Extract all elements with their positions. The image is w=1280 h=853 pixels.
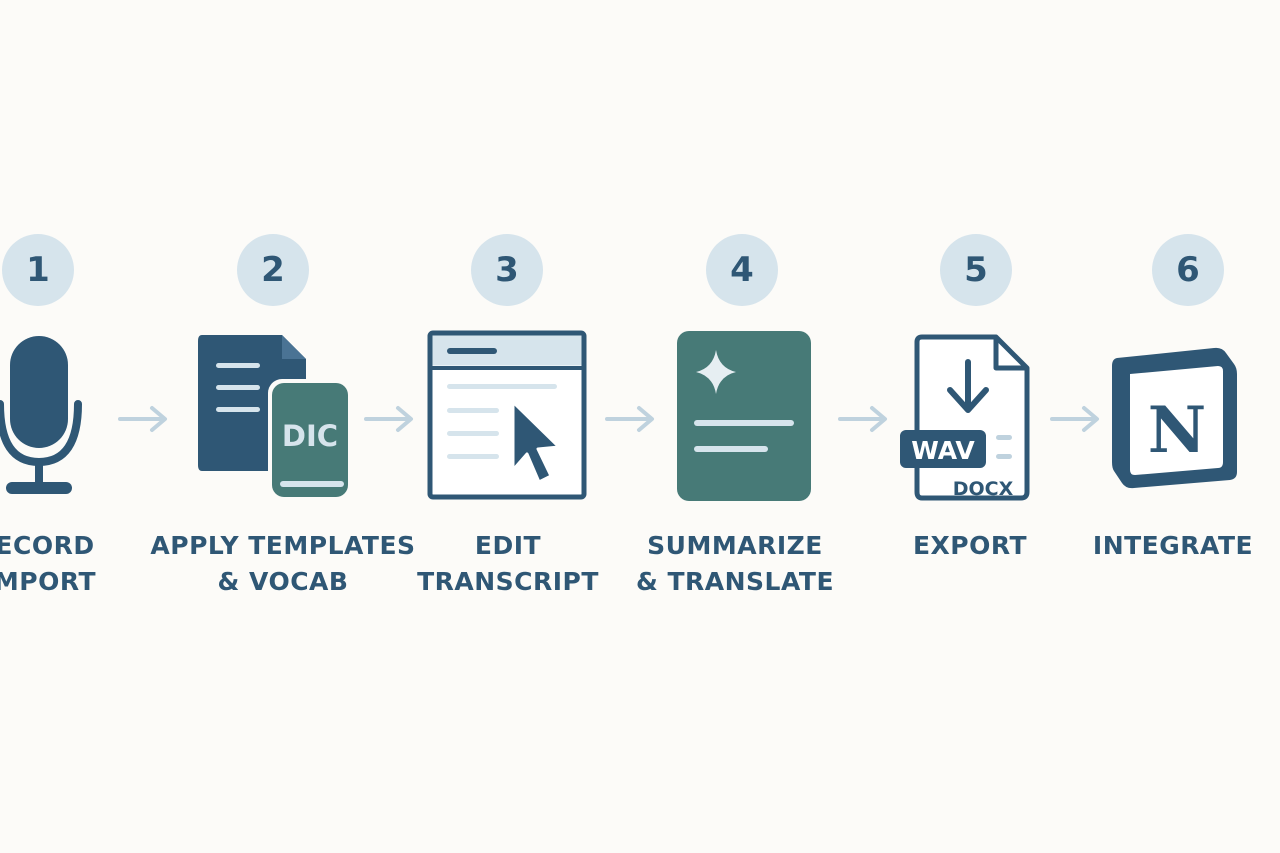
step-3-badge: 3 — [471, 234, 543, 306]
microphone-icon — [0, 336, 82, 494]
step-1-label: ECORD MPORT — [0, 531, 97, 596]
step-3-label: EDIT TRANSCRIPT — [417, 531, 599, 596]
step-1-badge: 1 — [2, 234, 74, 306]
step-6-label: INTEGRATE — [1092, 531, 1254, 560]
svg-text:WAV: WAV — [911, 436, 975, 465]
step-6-badge: 6 — [1152, 234, 1224, 306]
right-arrow-icon — [605, 406, 654, 432]
step-5-badge: 5 — [940, 234, 1012, 306]
step-4-badge: 4 — [706, 234, 778, 306]
svg-text:N: N — [1148, 393, 1207, 468]
step-5-label: EXPORT — [912, 531, 1028, 560]
right-arrow-icon — [364, 406, 413, 432]
svg-text:DOCX: DOCX — [953, 478, 1014, 500]
sparkle-summary-icon — [677, 331, 811, 501]
step-4-label: SUMMARIZE & TRANSLATE — [635, 531, 835, 596]
templates-dictionary-icon: DIC — [198, 335, 352, 501]
notion-icon: N — [1112, 347, 1237, 489]
right-arrow-icon — [838, 406, 887, 432]
right-arrow-icon — [118, 406, 167, 432]
step-2-badge: 2 — [237, 234, 309, 306]
svg-text:DIC: DIC — [282, 419, 338, 453]
file-export-icon: WAV DOCX — [900, 334, 1030, 501]
right-arrow-icon — [1050, 406, 1099, 432]
editor-cursor-icon — [427, 330, 587, 500]
step-2-label: APPLY TEMPLATES & VOCAB — [150, 531, 416, 596]
